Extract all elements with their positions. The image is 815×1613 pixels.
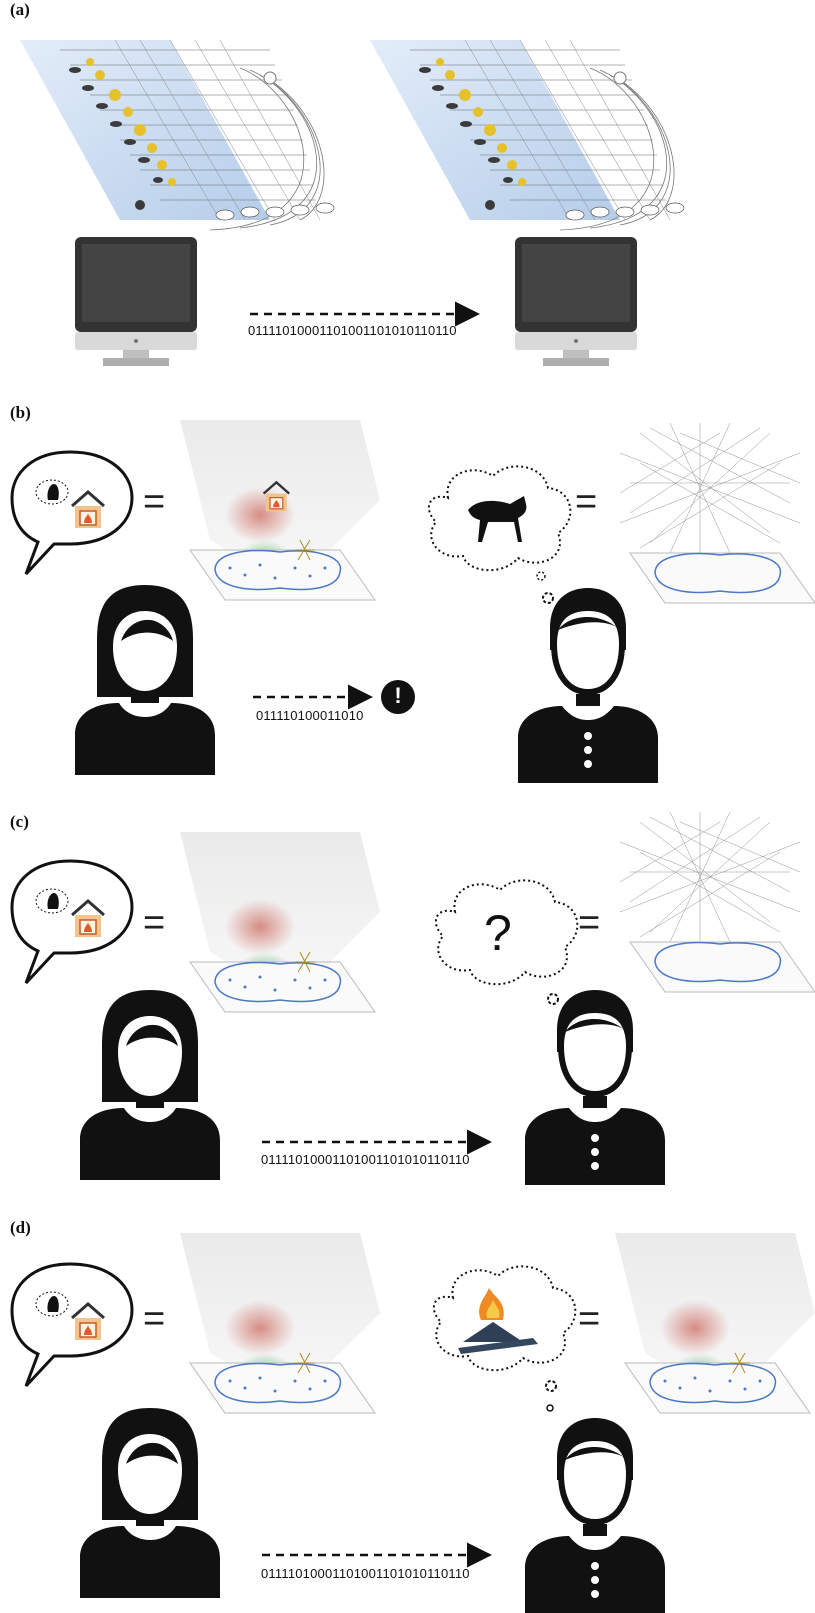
binary-message: 011110100011010 bbox=[256, 708, 364, 723]
transmission-arrow bbox=[262, 1129, 492, 1155]
woman-icon bbox=[75, 585, 215, 775]
panel-label: (d) bbox=[10, 1218, 31, 1237]
thought-cloud bbox=[434, 879, 579, 986]
transmission-arrow bbox=[253, 680, 415, 714]
thought-trail bbox=[545, 1380, 557, 1412]
neural-network-right bbox=[369, 39, 685, 231]
transmission-arrow bbox=[250, 301, 480, 327]
panel-d: (d) = 01111010001101001101010110110 = bbox=[0, 1218, 815, 1608]
speech-bubble bbox=[10, 859, 134, 985]
equals-sign: = bbox=[578, 902, 601, 944]
thought-trail bbox=[542, 592, 554, 604]
brain-activation bbox=[179, 1232, 381, 1414]
brain-activation bbox=[614, 1232, 815, 1414]
equals-sign: = bbox=[143, 1298, 166, 1340]
computer-monitor-icon bbox=[515, 237, 637, 366]
man-icon bbox=[525, 990, 665, 1185]
panel-label: (c) bbox=[10, 812, 29, 831]
brain-network bbox=[619, 811, 815, 993]
panel-a: (a) 01111010001101001101010110110 bbox=[0, 0, 815, 370]
panel-b: (b) = ! 011110100011010 = bbox=[0, 403, 815, 783]
speech-bubble bbox=[10, 1262, 134, 1388]
man-icon bbox=[525, 1418, 665, 1613]
transmission-arrow bbox=[262, 1542, 492, 1568]
thought-trail bbox=[547, 993, 559, 1005]
man-icon bbox=[518, 588, 658, 783]
panel-label: (a) bbox=[10, 0, 30, 19]
thought-cloud bbox=[427, 465, 572, 581]
brain-activation bbox=[179, 419, 381, 601]
equals-sign: = bbox=[143, 481, 166, 523]
computer-monitor-icon bbox=[75, 237, 197, 366]
equals-sign: = bbox=[143, 902, 166, 944]
equals-sign: = bbox=[575, 481, 598, 523]
binary-message: 01111010001101001101010110110 bbox=[248, 323, 457, 338]
panel-label: (b) bbox=[10, 403, 31, 422]
speech-bubble bbox=[10, 450, 134, 576]
binary-message: 01111010001101001101010110110 bbox=[261, 1152, 470, 1167]
brain-network bbox=[619, 422, 815, 604]
binary-message: 01111010001101001101010110110 bbox=[261, 1566, 470, 1581]
equals-sign: = bbox=[578, 1298, 601, 1340]
thought-cloud bbox=[432, 1265, 577, 1372]
question-mark: ? bbox=[484, 905, 512, 961]
woman-icon bbox=[80, 1408, 220, 1598]
neural-network-left bbox=[19, 39, 335, 231]
woman-icon bbox=[80, 990, 220, 1180]
panel-c: (c) = 01111010001101001101010110110 ? = bbox=[0, 811, 815, 1192]
exclamation-icon: ! bbox=[394, 683, 402, 708]
